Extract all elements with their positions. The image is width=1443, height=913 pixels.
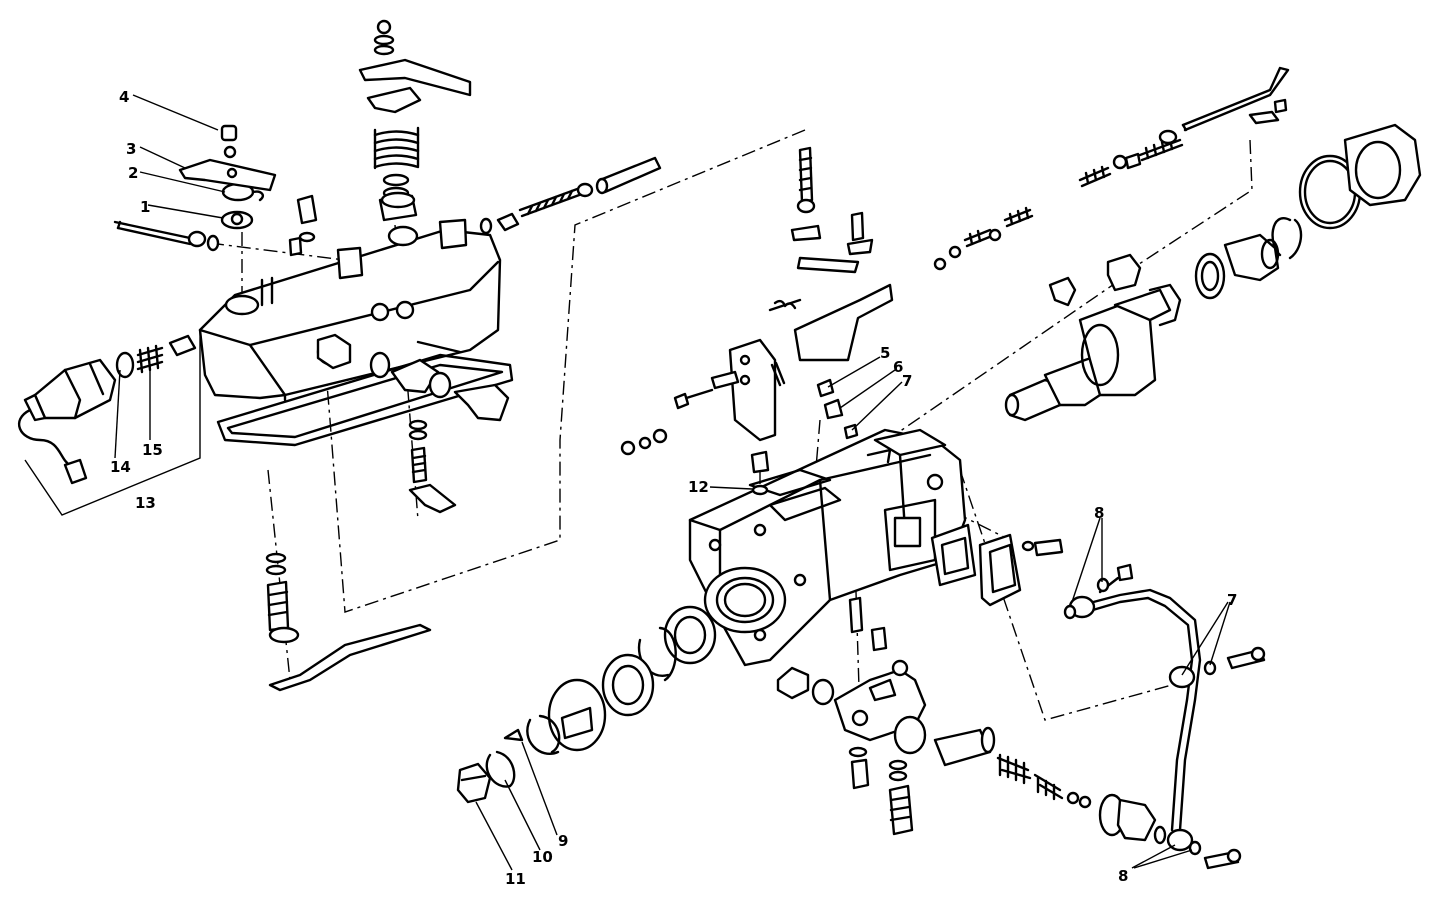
pump-housing <box>688 428 967 667</box>
callout-7-top: 7 <box>902 372 912 390</box>
cover-side-parts <box>316 333 510 422</box>
throttle-linkage <box>933 66 1290 271</box>
callout-11: 11 <box>505 870 526 888</box>
leak-off-pipe <box>1063 563 1266 870</box>
callout-1: 1 <box>140 198 150 216</box>
bracket-13 <box>24 330 201 516</box>
drive-seals <box>456 605 717 804</box>
callout-5: 5 <box>880 344 890 362</box>
callout-4: 4 <box>119 88 129 106</box>
callout-7-pipe: 7 <box>1227 591 1237 609</box>
callout-9: 9 <box>558 832 568 850</box>
callout-labels: 1 2 3 4 5 6 7 7 8 8 9 10 11 12 13 14 15 <box>110 88 1237 888</box>
callout-15: 15 <box>142 441 163 459</box>
housing-top-parts <box>620 146 894 496</box>
lower-left-valve <box>265 552 432 692</box>
callout-2: 2 <box>128 164 138 182</box>
hydraulic-head-parts <box>776 596 927 836</box>
callout-14: 14 <box>110 458 131 476</box>
stop-solenoid <box>18 334 197 485</box>
throttle-shaft <box>296 156 662 243</box>
regulator-row <box>933 726 1167 845</box>
parts-1-4 <box>113 124 277 252</box>
callout-10: 10 <box>532 848 553 866</box>
leader-lines <box>114 94 1231 871</box>
callout-3: 3 <box>126 140 136 158</box>
callout-13: 13 <box>135 494 156 512</box>
end-plate <box>930 523 1064 607</box>
rotor-shaft <box>1004 123 1422 422</box>
callout-8-upper: 8 <box>1094 504 1104 522</box>
callout-8-lower: 8 <box>1118 867 1128 885</box>
shutoff-lever <box>408 419 457 514</box>
callout-12: 12 <box>688 478 709 496</box>
callout-6: 6 <box>893 358 903 376</box>
governor-spring-stack <box>358 19 472 222</box>
